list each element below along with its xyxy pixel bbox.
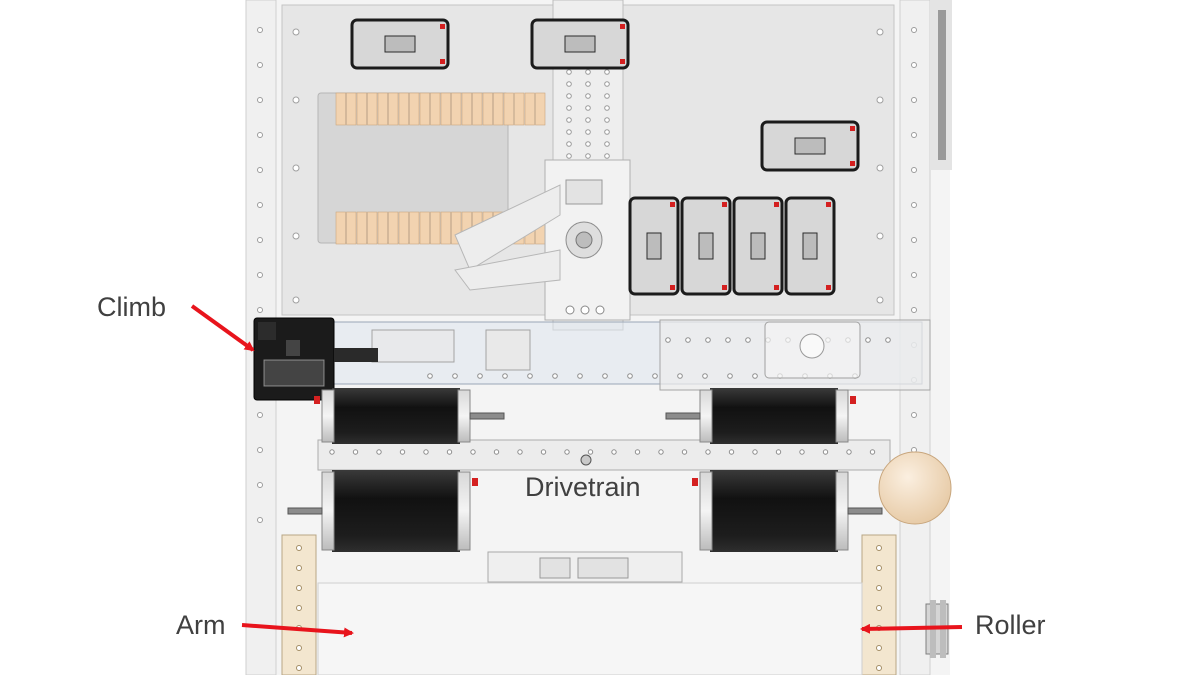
climb-label: Climb xyxy=(97,292,167,322)
right-rail xyxy=(911,27,917,523)
motor-drivetrain-right-rear xyxy=(692,470,883,552)
left-rail xyxy=(257,27,263,523)
motor-drivetrain-left-rear xyxy=(287,470,478,552)
game-ball xyxy=(878,451,952,525)
drivetrain-label: Drivetrain xyxy=(525,472,641,502)
roller-label: Roller xyxy=(975,610,1046,640)
pivot-bracket xyxy=(454,159,631,321)
motor-drivetrain-left-front xyxy=(314,388,505,444)
arm-arrow xyxy=(241,623,354,638)
right-wood-strip xyxy=(861,534,897,675)
intake-plate xyxy=(317,551,863,675)
battery-cells-top xyxy=(335,92,546,126)
motor-controllers xyxy=(350,18,860,296)
cross-plate xyxy=(281,319,931,391)
drivetrain-cross-rail xyxy=(317,439,891,471)
climb-gearbox xyxy=(253,317,378,401)
left-wood-strip xyxy=(281,534,317,675)
roller-arrow xyxy=(860,623,963,634)
arm-label: Arm xyxy=(176,610,226,640)
motor-drivetrain-right-front xyxy=(665,388,856,444)
climb-arrow xyxy=(190,304,255,352)
